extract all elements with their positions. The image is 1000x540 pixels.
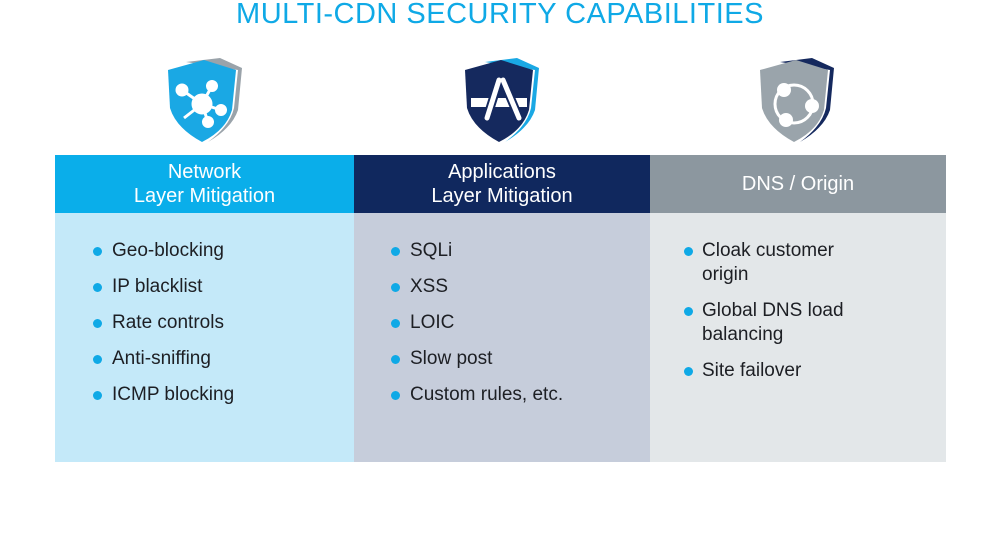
header-line-1: Network <box>167 161 242 183</box>
list-item: LOIC <box>354 311 650 335</box>
header-line-2: Layer Mitigation <box>133 185 276 207</box>
column-body: Cloak customer origin Global DNS load ba… <box>650 213 946 462</box>
list-item: Rate controls <box>55 311 354 335</box>
item-text: Cloak customer origin <box>702 240 834 285</box>
column-header: Applications Layer Mitigation <box>354 155 650 213</box>
bullet-icon <box>684 367 693 376</box>
shield-network-icon <box>164 56 244 144</box>
item-text: IP blacklist <box>112 276 203 297</box>
bullet-icon <box>93 391 102 400</box>
list-item: IP blacklist <box>55 275 354 299</box>
list-item: Custom rules, etc. <box>354 383 650 407</box>
bullet-list: Cloak customer origin Global DNS load ba… <box>650 213 946 383</box>
header-line-2: Layer Mitigation <box>431 185 573 207</box>
bullet-icon <box>391 319 400 328</box>
item-text: LOIC <box>410 312 455 333</box>
item-text: XSS <box>410 276 449 297</box>
column-header: Network Layer Mitigation <box>55 155 354 213</box>
shield-app-icon <box>461 56 541 144</box>
column-applications-layer: Applications Layer Mitigation SQLi XSS L… <box>354 155 650 462</box>
bullet-icon <box>391 283 400 292</box>
column-network-layer: Network Layer Mitigation Geo-blocking IP… <box>55 155 354 462</box>
item-text: Geo-blocking <box>112 240 224 261</box>
list-item: SQLi <box>354 239 650 263</box>
list-item: ICMP blocking <box>55 383 354 407</box>
bullet-icon <box>391 247 400 256</box>
column-dns-origin: DNS / Origin Cloak customer origin Globa… <box>650 155 946 462</box>
bullet-icon <box>391 355 400 364</box>
list-item: Site failover <box>650 359 872 383</box>
bullet-icon <box>93 355 102 364</box>
bullet-icon <box>93 247 102 256</box>
item-text: Global DNS load balancing <box>702 300 844 345</box>
item-text: SQLi <box>410 240 453 261</box>
list-item: XSS <box>354 275 650 299</box>
item-text: Rate controls <box>112 312 224 333</box>
bullet-icon <box>684 307 693 316</box>
list-item: Global DNS load balancing <box>650 299 872 347</box>
item-text: Slow post <box>410 348 493 369</box>
bullet-list: Geo-blocking IP blacklist Rate controls … <box>55 213 354 407</box>
bullet-icon <box>93 283 102 292</box>
bullet-icon <box>684 247 693 256</box>
bullet-icon <box>391 391 400 400</box>
list-item: Anti-sniffing <box>55 347 354 371</box>
list-item: Geo-blocking <box>55 239 354 263</box>
header-line-1: DNS / Origin <box>741 173 855 195</box>
shield-users-icon <box>756 56 836 144</box>
bullet-list: SQLi XSS LOIC Slow post Custom rules, et… <box>354 213 650 407</box>
item-text: Site failover <box>702 360 802 381</box>
item-text: Anti-sniffing <box>112 348 211 369</box>
list-item: Slow post <box>354 347 650 371</box>
column-body: Geo-blocking IP blacklist Rate controls … <box>55 213 354 462</box>
bullet-icon <box>93 319 102 328</box>
item-text: Custom rules, etc. <box>410 384 564 405</box>
header-line-1: Applications <box>448 161 556 183</box>
page-title: MULTI-CDN SECURITY CAPABILITIES <box>236 0 764 30</box>
item-text: ICMP blocking <box>112 384 235 405</box>
list-item: Cloak customer origin <box>650 239 872 287</box>
column-header: DNS / Origin <box>650 155 946 213</box>
column-body: SQLi XSS LOIC Slow post Custom rules, et… <box>354 213 650 462</box>
